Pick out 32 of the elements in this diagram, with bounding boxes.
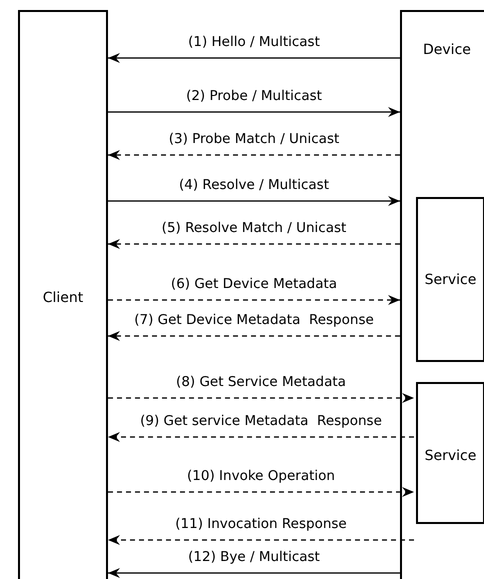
message-arrow [108, 568, 400, 578]
edge-label: (3) Probe Match / Unicast [168, 131, 340, 147]
edge-label: (2) Probe / Multicast [186, 88, 322, 104]
edge-label: (8) Get Service Metadata [176, 374, 346, 390]
service-box [416, 382, 484, 524]
message-arrow [108, 487, 414, 497]
message-arrow [108, 239, 400, 249]
node-label: Device [423, 42, 471, 58]
message-arrow [108, 150, 400, 160]
edge-label: (1) Hello / Multicast [188, 34, 320, 50]
message-arrow [108, 432, 414, 442]
message-arrow [108, 107, 400, 117]
lifeline-box [18, 10, 108, 579]
node-label: Service [424, 272, 478, 288]
edge-label: (6) Get Device Metadata [170, 276, 338, 292]
node-label: Client [42, 290, 84, 306]
message-arrow [108, 295, 400, 305]
edge-label: (12) Bye / Multicast [188, 549, 320, 565]
edge-label: (4) Resolve / Multicast [179, 177, 329, 193]
message-arrow [108, 196, 400, 206]
edge-label: (5) Resolve Match / Unicast [162, 220, 346, 236]
message-arrow [108, 331, 400, 341]
edge-label: (10) Invoke Operation [187, 468, 335, 484]
service-box [416, 197, 484, 362]
edge-label: (11) Invocation Response [175, 516, 347, 532]
node-label: Service [424, 448, 478, 464]
lifeline-box [400, 10, 484, 579]
edge-label: (7) Get Device Metadata Response [134, 312, 374, 328]
message-arrow [108, 535, 414, 545]
message-arrow [108, 53, 400, 63]
edge-label: (9) Get service Metadata Response [140, 413, 382, 429]
message-arrow [108, 393, 414, 403]
